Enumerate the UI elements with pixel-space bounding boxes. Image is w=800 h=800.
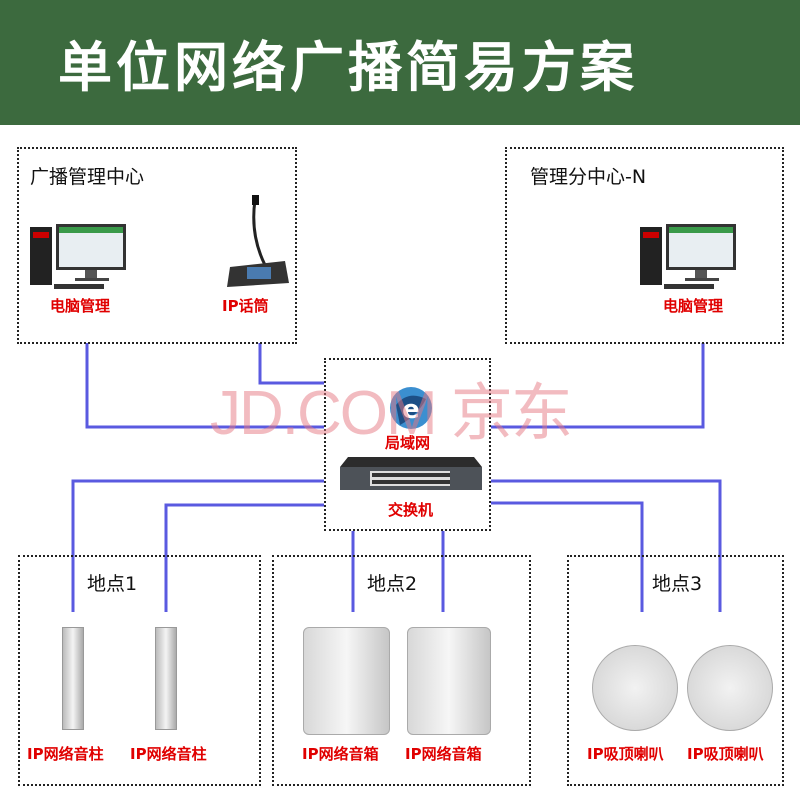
device-label: IP网络音箱	[405, 745, 482, 763]
column-speaker-icon	[155, 627, 177, 730]
device-label: IP网络音柱	[27, 745, 104, 763]
box-speaker-icon	[407, 627, 491, 735]
globe-ie-icon: e	[390, 387, 432, 429]
ceiling-speaker-icon	[687, 645, 773, 731]
device-label: IP吸顶喇叭	[687, 745, 764, 763]
device-label: IP吸顶喇叭	[587, 745, 664, 763]
box-speaker-icon	[303, 627, 390, 735]
broadcast-center-title: 广播管理中心	[30, 166, 145, 188]
broadcast-center-box	[17, 147, 297, 344]
sub-center-title: 管理分中心-N	[530, 166, 647, 188]
site-3-title: 地点3	[652, 573, 703, 595]
site-1-title: 地点1	[87, 573, 138, 595]
site-1-box	[18, 555, 261, 786]
computer-label: 电脑管理	[50, 297, 111, 315]
page-title: 单位网络广播简易方案	[0, 0, 800, 125]
ceiling-speaker-icon	[592, 645, 678, 731]
svg-text:e: e	[402, 395, 420, 425]
ip-microphone-icon	[227, 195, 289, 287]
switch-label: 交换机	[388, 501, 434, 519]
site-3-box	[567, 555, 784, 786]
computer-icon	[30, 224, 126, 289]
device-label: IP网络音箱	[302, 745, 379, 763]
computer-label: 电脑管理	[663, 297, 724, 315]
computer-icon	[640, 224, 736, 289]
ip-microphone-label: IP话筒	[222, 297, 269, 315]
lan-label: 局域网	[385, 434, 431, 452]
column-speaker-icon	[62, 627, 84, 730]
network-switch-icon	[340, 457, 482, 490]
site-2-box	[272, 555, 531, 786]
device-label: IP网络音柱	[130, 745, 207, 763]
sub-center-box	[505, 147, 784, 344]
watermark: JD.COM 京东	[210, 379, 573, 448]
network-box	[324, 358, 491, 531]
site-2-title: 地点2	[367, 573, 418, 595]
